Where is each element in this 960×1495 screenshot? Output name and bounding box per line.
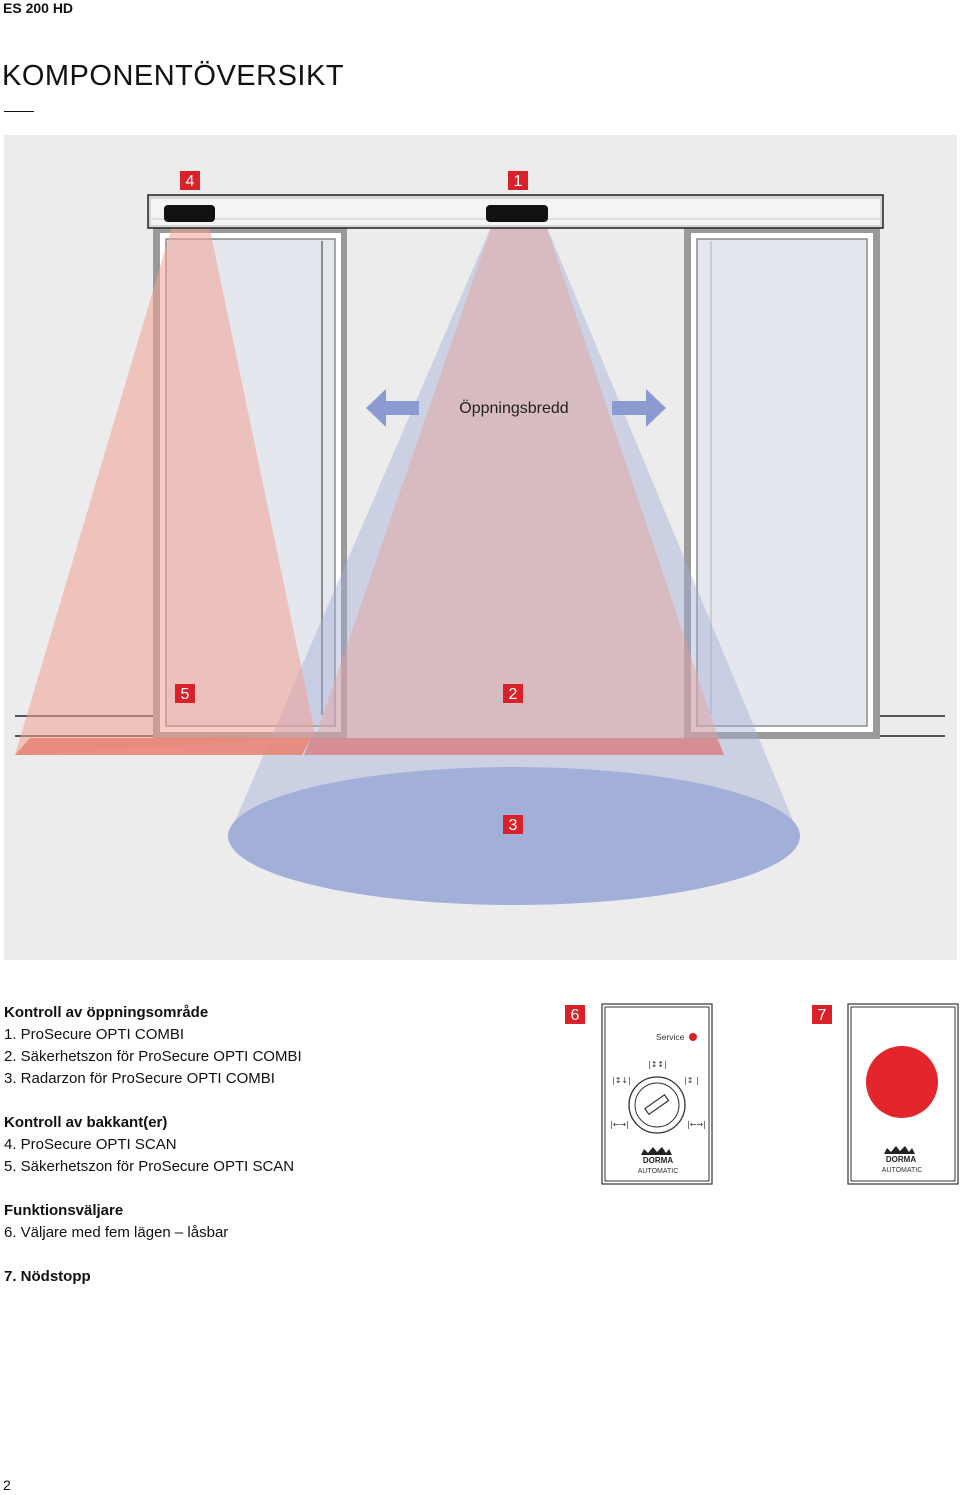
svg-text:5: 5 <box>181 686 190 703</box>
page-title: KOMPONENTÖVERSIKT <box>2 60 345 92</box>
legend-item: 6. Väljare med fem lägen – låsbar <box>4 1224 229 1241</box>
radar-zone <box>228 220 800 905</box>
brand-subtitle: AUTOMATIC <box>638 1168 679 1175</box>
product-code: ES 200 HD <box>3 0 74 16</box>
legend-heading: Kontroll av öppningsområde <box>4 1004 209 1021</box>
mode-icon-exit-only: |↕↓| <box>612 1076 631 1085</box>
service-led-icon <box>689 1033 697 1041</box>
mode-icon-reduced: |↕ | <box>684 1076 699 1085</box>
svg-text:6: 6 <box>571 1007 580 1024</box>
legend-group-function-selector: Funktionsväljare 6. Väljare med fem läge… <box>4 1200 564 1244</box>
marker-2: 2 <box>503 684 523 703</box>
dorma-logo-icon: DORMA <box>641 1147 673 1165</box>
sensor-opti-combi <box>486 205 548 222</box>
legend-group-trailing-edge: Kontroll av bakkant(er) 4. ProSecure OPT… <box>4 1112 564 1178</box>
svg-text:DORMA: DORMA <box>643 1156 673 1165</box>
combi-safety-zone <box>304 220 724 755</box>
legend-group-emergency-stop: 7. Nödstopp <box>4 1266 564 1288</box>
title-rule <box>4 111 34 112</box>
legend-heading: Kontroll av bakkant(er) <box>4 1114 168 1131</box>
marker-4: 4 <box>180 171 200 190</box>
door-leaf-right <box>684 227 880 739</box>
mode-icon-locked: |←→| <box>610 1120 629 1129</box>
marker-7: 7 <box>812 1005 832 1024</box>
mode-icon-open: |←→| <box>687 1120 706 1129</box>
component-diagram: Öppningsbredd 4 1 5 2 3 <box>4 135 957 960</box>
svg-text:DORMA: DORMA <box>886 1155 916 1164</box>
marker-5: 5 <box>175 684 195 703</box>
svg-text:7: 7 <box>818 1007 827 1024</box>
mode-icon-two-way: |↕↕| <box>648 1060 667 1069</box>
marker-6: 6 <box>565 1005 585 1024</box>
svg-text:3: 3 <box>509 817 518 834</box>
svg-text:4: 4 <box>186 173 195 190</box>
mode-symbols: |↕↕| |↕↓| |↕ | |←→| |←→| <box>610 1060 706 1129</box>
opening-width-arrows <box>366 389 666 427</box>
emergency-stop-button-icon <box>866 1046 938 1118</box>
header-profile <box>147 194 884 229</box>
marker-3: 3 <box>503 815 523 834</box>
opening-width-label: Öppningsbredd <box>459 399 568 417</box>
key-switch-icon <box>628 1076 686 1134</box>
scan-safety-zone <box>15 220 316 755</box>
svg-text:2: 2 <box>509 686 518 703</box>
legend-group-opening-area: Kontroll av öppningsområde 1. ProSecure … <box>4 1002 564 1090</box>
legend-heading: 7. Nödstopp <box>4 1268 91 1285</box>
dorma-logo-icon: DORMA <box>884 1146 916 1164</box>
component-legend: Kontroll av öppningsområde 1. ProSecure … <box>4 1002 564 1310</box>
service-label: Service <box>656 1032 685 1042</box>
sensor-opti-scan <box>164 205 215 222</box>
legend-item: 2. Säkerhetszon för ProSecure OPTI COMBI <box>4 1048 302 1065</box>
page-number: 2 <box>3 1477 11 1493</box>
svg-text:1: 1 <box>514 173 523 190</box>
legend-item: 4. ProSecure OPTI SCAN <box>4 1136 177 1153</box>
legend-heading: Funktionsväljare <box>4 1202 124 1219</box>
marker-1: 1 <box>508 171 528 190</box>
legend-item: 3. Radarzon för ProSecure OPTI COMBI <box>4 1070 275 1087</box>
emergency-stop-panel: 7 DORMA AUTOMATIC <box>812 1003 960 1193</box>
brand-subtitle: AUTOMATIC <box>882 1167 923 1174</box>
legend-item: 1. ProSecure OPTI COMBI <box>4 1026 185 1043</box>
program-switch-panel: 6 Service |↕↕| |↕↓| |↕ | |←→| |←→| DORMA… <box>565 1003 715 1193</box>
legend-item: 5. Säkerhetszon för ProSecure OPTI SCAN <box>4 1158 295 1175</box>
